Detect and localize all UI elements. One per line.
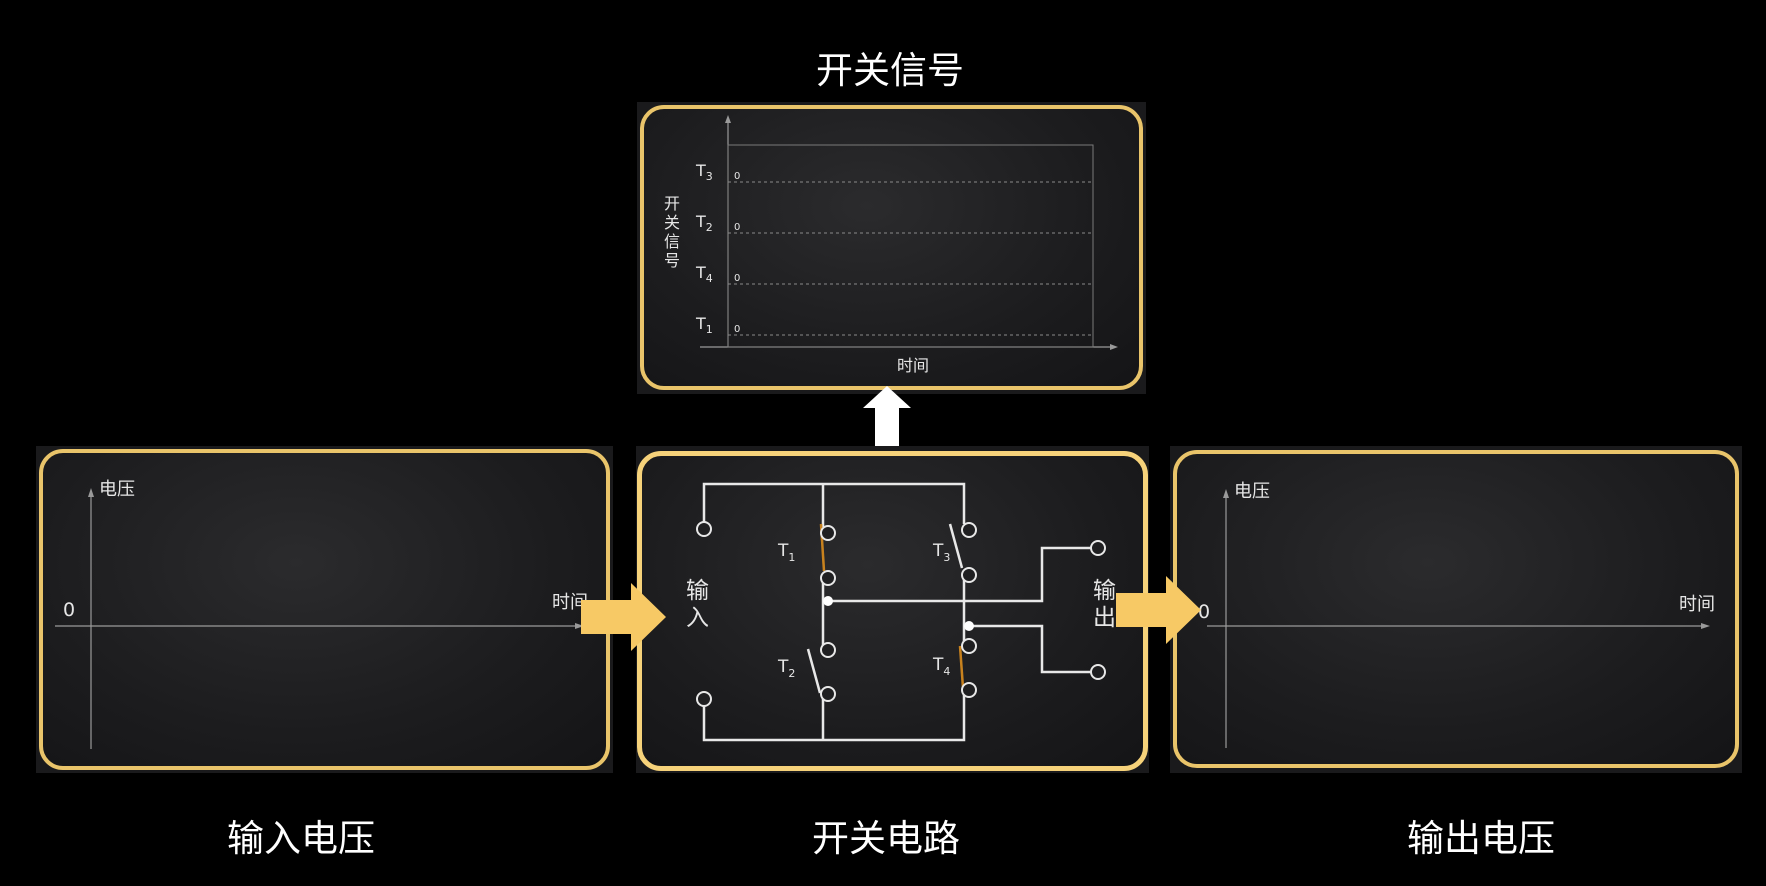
origin-label: 0 <box>1198 601 1210 623</box>
top-rail <box>702 482 966 524</box>
output-label-char-2: 出 <box>1093 605 1116 631</box>
y-label-char-1: 开 <box>664 194 680 213</box>
input-terminal-bottom <box>696 691 712 707</box>
input-label-char-1: 输 <box>686 578 709 604</box>
signal-caption: 开关信号 <box>816 49 964 92</box>
switch-signal-chart: T3 T2 T4 T1 0 0 0 0 开 关 信 号 时间 <box>664 115 1118 375</box>
switch-t4-blade <box>958 645 965 689</box>
zero-t3: 0 <box>734 171 740 182</box>
switch-circuit-panel: T1 T3 T2 T4 输 入 输 出 <box>637 451 1148 771</box>
up-arrow-icon <box>863 386 911 446</box>
y-axis-label: 电压 <box>1234 481 1270 502</box>
output-label-char-1: 输 <box>1093 578 1116 604</box>
t2-terminal-bottom <box>820 686 836 702</box>
zero-t2: 0 <box>734 222 740 233</box>
row-label-t3: T3 <box>695 161 713 183</box>
row-label-t1: T1 <box>695 314 713 336</box>
t3-terminal-bottom <box>961 567 977 583</box>
x-axis-label: 时间 <box>897 356 929 375</box>
x-axis-label: 时间 <box>1679 594 1715 615</box>
switch-t2-blade <box>806 648 822 694</box>
t3-terminal-top <box>961 522 977 538</box>
zero-t1: 0 <box>734 324 740 335</box>
input-voltage-caption: 输入电压 <box>227 817 375 860</box>
x-axis-arrow <box>1110 344 1118 350</box>
row-label-t4: T4 <box>695 263 713 285</box>
output-terminal-bottom <box>1090 664 1106 680</box>
input-label-char-2: 入 <box>686 605 709 631</box>
right-arrow-icon-input <box>581 583 666 651</box>
y-axis-arrow <box>88 488 94 497</box>
junction-left <box>823 596 833 606</box>
output-voltage-caption: 输出电压 <box>1407 817 1555 860</box>
y-axis-label: 电压 <box>99 479 135 500</box>
switch-circuit-diagram: T1 T3 T2 T4 输 入 输 出 <box>686 482 1116 742</box>
y-axis-arrow <box>725 115 731 123</box>
t1-terminal-top <box>820 525 836 541</box>
plot-frame <box>727 144 1094 348</box>
x-axis-arrow <box>575 623 584 629</box>
y-label-char-2: 关 <box>664 213 680 232</box>
output-wire-top <box>823 546 1092 603</box>
t1-terminal-bottom <box>820 570 836 586</box>
switch-label-t4: T4 <box>932 655 950 678</box>
output-voltage-panel: 电压 时间 0 <box>1173 450 1739 768</box>
switch-label-t1: T1 <box>777 541 795 564</box>
switch-t3-blade <box>948 523 964 569</box>
y-axis-arrow <box>1223 489 1229 498</box>
origin-label: 0 <box>63 599 75 621</box>
t2-terminal-top <box>820 642 836 658</box>
t4-terminal-bottom <box>961 682 977 698</box>
x-axis-label: 时间 <box>552 592 588 613</box>
switch-label-t2: T2 <box>777 657 795 680</box>
input-voltage-chart: 电压 时间 0 <box>55 479 588 749</box>
switch-signal-panel: T3 T2 T4 T1 0 0 0 0 开 关 信 号 时间 <box>640 105 1143 390</box>
zero-t4: 0 <box>734 273 740 284</box>
input-terminal-top <box>696 521 712 537</box>
x-axis-arrow <box>1701 623 1710 629</box>
output-voltage-chart: 电压 时间 0 <box>1198 481 1715 748</box>
y-label-char-3: 信 <box>664 232 680 251</box>
bottom-rail <box>702 693 966 742</box>
t4-terminal-top <box>961 638 977 654</box>
switch-label-t3: T3 <box>932 541 950 564</box>
output-wire-bottom <box>964 624 1092 674</box>
right-arrow-icon-output <box>1116 576 1201 644</box>
row-label-t2: T2 <box>695 212 713 234</box>
y-label-char-4: 号 <box>664 251 680 270</box>
switch-circuit-caption: 开关电路 <box>812 817 960 860</box>
junction-right <box>964 621 974 631</box>
input-voltage-panel: 电压 时间 0 <box>39 449 610 770</box>
output-terminal-top <box>1090 540 1106 556</box>
